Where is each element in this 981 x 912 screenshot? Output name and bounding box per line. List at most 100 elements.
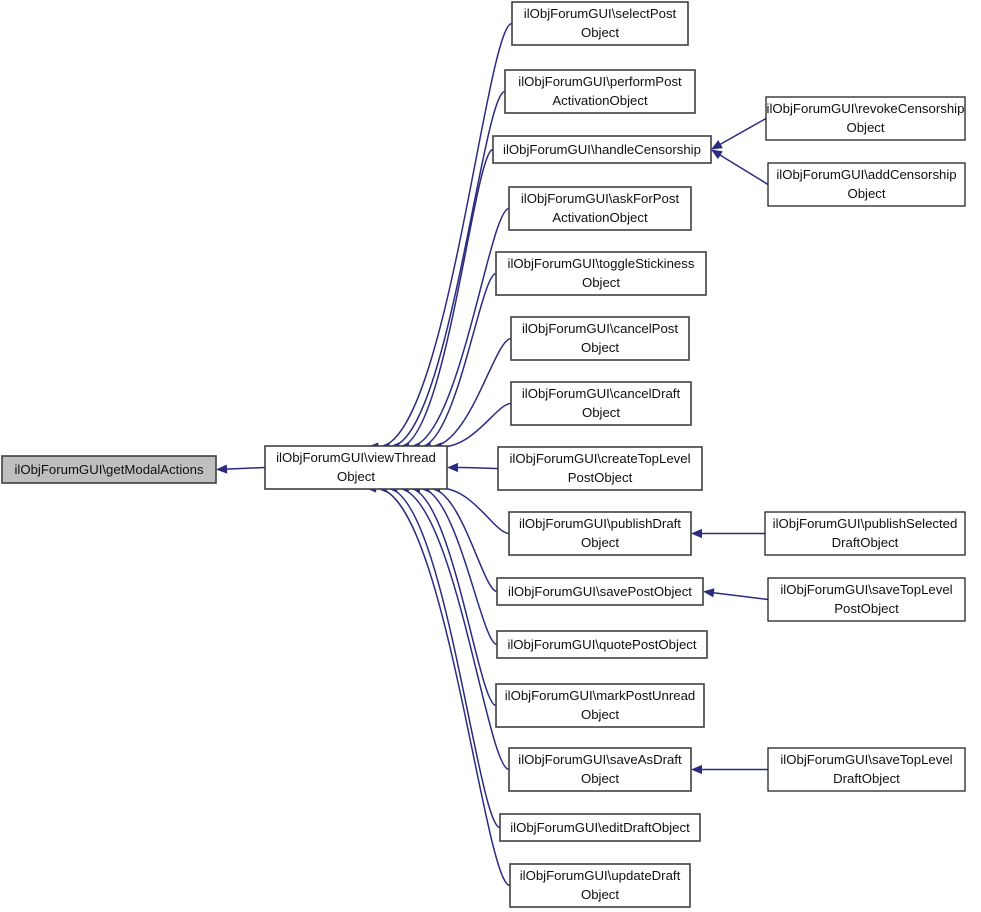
node-addcensorshipobject-box[interactable] <box>767 162 966 207</box>
node-getmodalactions-box[interactable] <box>1 455 217 484</box>
node-saveasdraftobject-box[interactable] <box>508 747 692 792</box>
edge-editDraftObject-to-hub <box>386 487 501 829</box>
node-updatedraftobject-label-line2: Object <box>581 887 619 902</box>
edge-savePostObject-to-hub <box>428 487 498 593</box>
node-savepostobject-label: ilObjForumGUI\savePostObject <box>508 584 692 599</box>
node-savetoplevelpostobject-label-line1: ilObjForumGUI\saveTopLevel <box>780 582 952 597</box>
edge-createTopLevelPostObject-to-hub-arrowhead <box>447 462 458 473</box>
edge-performPostActivationObject-to-hub <box>389 90 506 448</box>
node-revokecensorshipobject-label-line2: Object <box>846 120 884 135</box>
node-quotepostobject[interactable]: ilObjForumGUI\quotePostObject <box>496 630 708 659</box>
node-viewthreadobject-box[interactable] <box>264 445 448 490</box>
node-createtoplevelpostobject-box[interactable] <box>497 446 703 491</box>
edge-updateDraftObject-to-hub <box>375 487 511 887</box>
node-addcensorshipobject-label-line1: ilObjForumGUI\addCensorship <box>776 167 956 182</box>
node-revokecensorshipobject-box[interactable] <box>765 96 966 141</box>
edge-markPostUnreadObject-to-hub <box>408 487 497 707</box>
node-performpostactivationobject-box[interactable] <box>504 69 696 114</box>
node-handlecensorship[interactable]: ilObjForumGUI\handleCensorship <box>492 135 712 164</box>
node-togglestickinessobject-label-line1: ilObjForumGUI\toggleStickiness <box>508 256 695 271</box>
node-askforpostactivationobject-label-line1: ilObjForumGUI\askForPost <box>521 191 680 206</box>
node-getmodalactions-label: ilObjForumGUI\getModalActions <box>14 462 203 477</box>
edge-createTopLevelPostObject-to-hub <box>457 466 499 470</box>
node-editdraftobject-label: ilObjForumGUI\editDraftObject <box>510 820 690 835</box>
edge-publishDraftObject-to-hub <box>439 487 510 535</box>
edge-saveTopLevelDraftObject-to-saveAsDraftObject-arrowhead <box>691 764 702 775</box>
node-saveasdraftobject-label-line1: ilObjForumGUI\saveAsDraft <box>518 752 682 767</box>
node-handlecensorship-box[interactable] <box>492 135 712 164</box>
node-viewthreadobject-label-line2: Object <box>337 469 375 484</box>
node-markpostunreadobject-label-line2: Object <box>581 707 619 722</box>
node-performpostactivationobject-label-line1: ilObjForumGUI\performPost <box>518 74 682 89</box>
edge-revokeCensorshipObject-to-handleCensorship <box>719 117 767 145</box>
node-saveasdraftobject-label-line2: Object <box>581 771 619 786</box>
node-publishdraftobject-label-line2: Object <box>581 535 619 550</box>
node-canceldraftobject-label-line1: ilObjForumGUI\cancelDraft <box>522 386 681 401</box>
node-selectpostobject-box[interactable] <box>511 1 689 46</box>
node-editdraftobject-box[interactable] <box>499 813 701 842</box>
edge-hub-to-root <box>226 466 266 470</box>
edge-handleCensorship-to-hub <box>398 148 494 448</box>
node-createtoplevelpostobject-label-line2: PostObject <box>568 470 633 485</box>
node-publishselecteddraftobject-box[interactable] <box>764 511 966 556</box>
node-handlecensorship-label: ilObjForumGUI\handleCensorship <box>503 142 701 157</box>
edge-saveTopLevelPostObject-to-savePostObject-arrowhead <box>703 588 715 598</box>
node-canceldraftobject-label-line2: Object <box>582 405 620 420</box>
node-editdraftobject[interactable]: ilObjForumGUI\editDraftObject <box>499 813 701 842</box>
node-togglestickinessobject-label-line2: Object <box>582 275 620 290</box>
edge-publishSelectedDraftObject-to-publishDraftObject-arrowhead <box>691 528 702 539</box>
node-savetopleveldraftobject-label-line1: ilObjForumGUI\saveTopLevel <box>780 752 952 767</box>
node-quotepostobject-box[interactable] <box>496 630 708 659</box>
node-savetoplevelpostobject-label-line2: PostObject <box>834 601 899 616</box>
node-togglestickinessobject-box[interactable] <box>495 251 707 296</box>
edge-askForPostActivationObject-to-hub <box>408 207 510 448</box>
edge-addCensorshipObject-to-handleCensorship-arrowhead <box>711 149 723 160</box>
node-canceldraftobject-box[interactable] <box>510 381 692 426</box>
node-layer: ilObjForumGUI\getModalActions ilObjForumG… <box>1 1 966 908</box>
edge-saveTopLevelPostObject-to-savePostObject <box>713 592 769 601</box>
node-performpostactivationobject-label-line2: ActivationObject <box>552 93 648 108</box>
node-updatedraftobject-box[interactable] <box>509 863 691 908</box>
edge-cancelDraftObject-to-hub <box>440 402 512 448</box>
node-askforpostactivationobject-box[interactable] <box>508 186 692 231</box>
node-cancelpostobject-label-line2: Object <box>581 340 619 355</box>
node-publishdraftobject-box[interactable] <box>508 511 692 556</box>
node-viewthreadobject-label-line1: ilObjForumGUI\viewThread <box>276 450 436 465</box>
edge-cancelPostObject-to-hub <box>430 337 512 448</box>
edge-layer <box>216 22 769 887</box>
node-selectpostobject-label-line1: ilObjForumGUI\selectPost <box>524 6 677 21</box>
node-performpostactivationobject[interactable]: ilObjForumGUI\performPostActivationObjec… <box>504 69 696 114</box>
node-cancelpostobject-box[interactable] <box>510 316 690 361</box>
node-savepostobject[interactable]: ilObjForumGUI\savePostObject <box>496 577 704 606</box>
node-savetopleveldraftobject-box[interactable] <box>767 747 966 792</box>
node-savetoplevelpostobject-box[interactable] <box>767 577 966 622</box>
node-savepostobject-box[interactable] <box>496 577 704 606</box>
node-publishdraftobject-label-line1: ilObjForumGUI\publishDraft <box>519 516 681 531</box>
edge-saveAsDraftObject-to-hub <box>396 487 510 771</box>
node-markpostunreadobject-label-line1: ilObjForumGUI\markPostUnread <box>505 688 696 703</box>
node-cancelpostobject-label-line1: ilObjForumGUI\cancelPost <box>522 321 678 336</box>
edge-revokeCensorshipObject-to-handleCensorship-arrowhead <box>711 140 723 150</box>
edge-hub-to-root-arrowhead <box>216 464 228 474</box>
node-publishselecteddraftobject-label-line2: DraftObject <box>832 535 899 550</box>
node-getmodalactions[interactable]: ilObjForumGUI\getModalActions <box>1 455 217 484</box>
node-markpostunreadobject-box[interactable] <box>495 683 705 728</box>
edge-toggleStickinessObject-to-hub <box>419 272 497 448</box>
